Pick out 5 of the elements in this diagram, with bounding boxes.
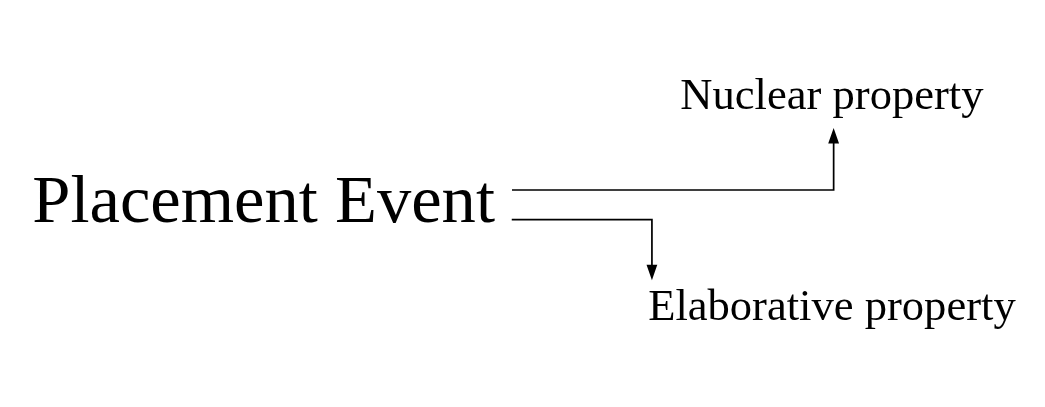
node-text: Nuclear property [680,68,984,119]
node-text: Elaborative property [648,279,1016,330]
node-text: Placement Event [32,160,495,237]
arrow [510,218,658,280]
arrow [511,127,840,191]
